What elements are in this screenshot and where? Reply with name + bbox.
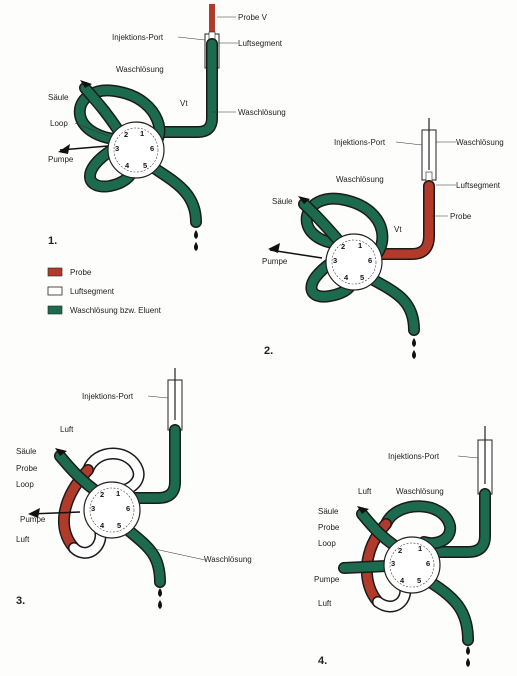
panel-1-port-2: 2 (124, 130, 128, 139)
panel-1-probe-v-label: Probe V (238, 13, 268, 22)
panel-2-port-5: 5 (360, 273, 364, 282)
panel-2-port-6: 6 (368, 256, 372, 265)
panel-4-injektions-port-label: Injektions-Port (388, 452, 440, 461)
legend-waschloesung-label: Waschlösung bzw. Eluent (70, 306, 162, 315)
panel-3-drop (158, 588, 162, 597)
panel-2-waste-tube (370, 278, 414, 330)
panel-3: 1 2 3 4 5 6 Injektions-Port Luft Säule P… (16, 368, 252, 609)
legend-luftsegment-label: Luftsegment (70, 287, 115, 296)
legend-probe-label: Probe (70, 268, 92, 277)
panel-3-port-3: 3 (91, 504, 95, 513)
panel-4-port-3: 3 (391, 559, 395, 568)
panel-4-loop-label: Loop (318, 539, 336, 548)
panel-1-luftsegment-label: Luftsegment (238, 39, 283, 48)
panel-4-luft-top-label: Luft (358, 487, 372, 496)
panel-2-port-3: 3 (333, 256, 337, 265)
panel-3-saeule-label: Säule (16, 447, 37, 456)
panel-2-vt-label: Vt (394, 225, 402, 234)
panel-4-probe-label: Probe (318, 523, 340, 532)
panel-1-probe-segment (209, 4, 215, 32)
panel-2-drop (412, 338, 416, 347)
panel-4-saeule-label: Säule (318, 507, 339, 516)
panel-4-waschloesung-label: Waschlösung (396, 487, 444, 496)
panel-4-pumpe-label: Pumpe (314, 575, 340, 584)
legend-luftsegment-swatch (48, 287, 62, 295)
panel-2-probe-label: Probe (450, 212, 472, 221)
panel-2: 1 2 3 4 5 6 Injektions-Port Waschlösung … (262, 118, 504, 359)
panel-2-luftsegment-label: Luftsegment (456, 181, 501, 190)
panel-1-port-1: 1 (140, 129, 144, 138)
panel-2-waschloesung-right-label: Waschlösung (456, 138, 504, 147)
panel-1-vt-label: Vt (180, 99, 188, 108)
panel-1-waste-tube (150, 165, 196, 222)
panel-3-port-6: 6 (126, 504, 130, 513)
panel-1-pumpe-label: Pumpe (48, 155, 74, 164)
panel-3-number: 3. (16, 595, 25, 607)
panel-3-luft-bottom-label: Luft (16, 535, 30, 544)
panel-2-waschloesung-top-label: Waschlösung (336, 175, 384, 184)
legend-waschloesung-swatch (48, 306, 62, 314)
panel-1-saeule-label: Säule (48, 93, 69, 102)
panel-3-loop-label: Loop (16, 480, 34, 489)
panel-3-port-1: 1 (116, 489, 120, 498)
panel-1-loop-label: Loop (50, 119, 68, 128)
panel-2-port-2: 2 (341, 242, 345, 251)
panel-4-port-5: 5 (417, 576, 421, 585)
panel-3-injektions-port-label: Injektions-Port (82, 392, 134, 401)
panel-4-port-2: 2 (398, 546, 402, 555)
panel-3-port-2: 2 (100, 490, 104, 499)
panel-2-pumpe-label: Pumpe (262, 257, 288, 266)
panel-3-pumpe-label: Pumpe (20, 515, 46, 524)
panel-1-number: 1. (48, 235, 57, 247)
panel-3-waste-tube (128, 530, 160, 582)
legend: Probe Luftsegment Waschlösung bzw. Eluen… (48, 268, 162, 315)
panel-4-port-1: 1 (418, 544, 422, 553)
panel-4-number: 4. (318, 655, 327, 667)
panel-1-port-5: 5 (143, 161, 147, 170)
panel-2-saeule-label: Säule (272, 197, 293, 206)
panel-4-port-6: 6 (426, 559, 430, 568)
panel-3-luft-top-label: Luft (60, 425, 74, 434)
panel-2-port-1: 1 (358, 241, 362, 250)
legend-probe-swatch (48, 268, 62, 276)
panel-1-port-6: 6 (150, 144, 154, 153)
panel-4: 1 2 3 4 5 6 Injektions-Port Luft Waschlö… (314, 426, 492, 667)
panel-1-waschloesung-top-label: Waschlösung (116, 65, 164, 74)
panel-3-waschloesung-label: Waschlösung (204, 555, 252, 564)
panel-1-injektions-port-label: Injektions-Port (112, 33, 164, 42)
panel-4-drop (466, 646, 470, 655)
panel-3-port-5: 5 (117, 521, 121, 530)
panel-2-injektions-port-label: Injektions-Port (334, 138, 386, 147)
panel-4-luft-bottom-label: Luft (318, 599, 332, 608)
panel-1: 1 2 3 4 5 6 Probe V Injektions-Port Luft… (48, 4, 286, 251)
panel-2-number: 2. (264, 345, 273, 357)
panel-1-port-3: 3 (115, 144, 119, 153)
panel-3-probe-label: Probe (16, 464, 38, 473)
panel-1-drop (194, 230, 198, 239)
panel-1-waschloesung-right-label: Waschlösung (238, 108, 286, 117)
